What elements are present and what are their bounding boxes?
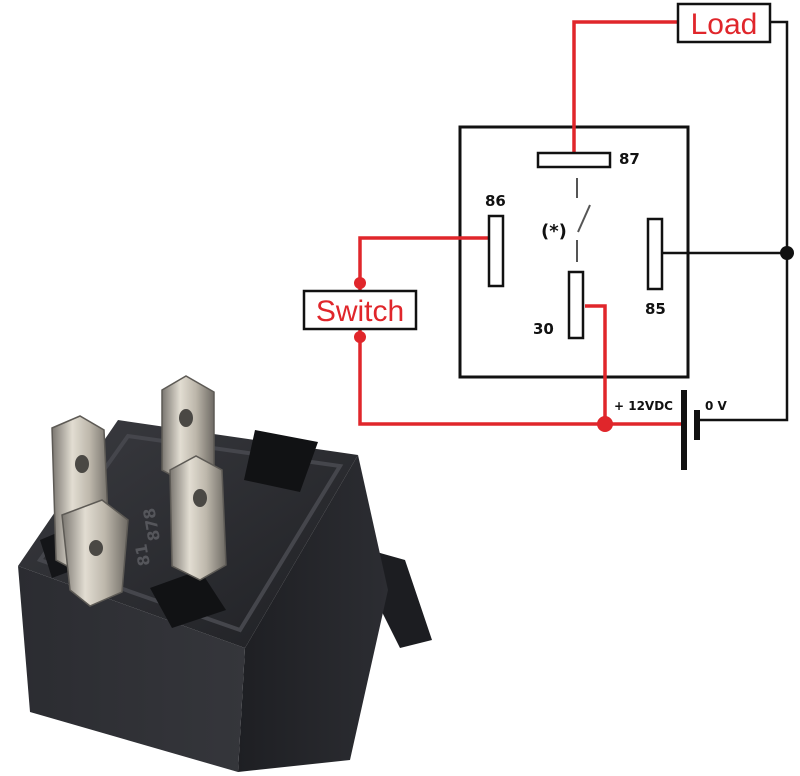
ground-wires [663, 20, 789, 422]
pin-87-label: 87 [619, 150, 640, 168]
supply-positive-label: + 12VDC [614, 399, 673, 413]
relay-socket-right [244, 430, 318, 492]
junction-dot-switch-top [354, 277, 366, 289]
pin-30-contact [567, 270, 585, 340]
junction-dot-ground [780, 246, 794, 260]
relay-illustration: 81 878 [18, 375, 432, 772]
supply-ground-label: 0 V [705, 399, 728, 413]
relay-front-face [18, 566, 245, 772]
pin-87-contact [536, 151, 612, 169]
battery-symbol [681, 390, 700, 470]
relay-side-face [238, 455, 388, 772]
internal-switch [576, 178, 591, 262]
relay-terminal-center [169, 455, 227, 581]
schematic: Load Switch 87 86 85 30 (*) + 12VDC 0 V [302, 2, 794, 470]
junction-dot-supply [597, 416, 613, 432]
pin-86-label: 86 [485, 192, 506, 210]
switch-box [302, 289, 418, 331]
switch-symbol-label: (*) [541, 221, 567, 242]
switch-label: Switch [316, 295, 404, 328]
relay-socket-front [150, 570, 226, 628]
pin-85-label: 85 [645, 300, 666, 318]
pin-85-contact [646, 217, 664, 291]
pin-30-label: 30 [533, 320, 554, 338]
relay-terminal-front [61, 499, 129, 607]
load-label: Load [691, 8, 758, 41]
junction-dot-switch-bottom [354, 331, 366, 343]
load-circuit-wires [358, 20, 684, 426]
relay-body-text-1: 81 [131, 542, 154, 567]
pin-86-contact [487, 214, 505, 288]
load-box [676, 2, 772, 44]
